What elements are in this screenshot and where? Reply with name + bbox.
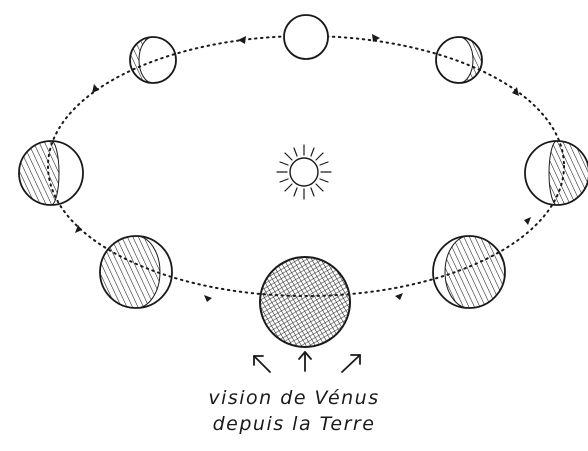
sun-icon — [277, 145, 331, 199]
venus-phase-upper-left — [130, 37, 176, 83]
venus-phase-lower-right — [433, 236, 505, 308]
arrow-up-icon — [299, 352, 311, 371]
arrow-head-icon — [395, 293, 403, 300]
venus-phase-right — [525, 141, 588, 205]
arrow-up-left-icon — [254, 356, 270, 372]
venus-phase-lower-left — [100, 236, 172, 308]
viewer-arrows — [254, 352, 360, 372]
caption-line-2: depuis la Terre — [0, 413, 588, 435]
arrow-head-icon — [204, 295, 212, 302]
arrow-head-icon — [524, 217, 531, 225]
venus-phase-upper-right — [436, 37, 482, 83]
arrow-head-icon — [238, 36, 246, 44]
venus-phase-left — [19, 141, 83, 205]
caption-line-1: vision de Vénus — [0, 387, 588, 409]
venus-phase-new — [260, 257, 350, 347]
venus-phase-full — [284, 15, 328, 59]
arrow-up-right-icon — [342, 355, 360, 372]
arrow-head-icon — [512, 87, 519, 96]
